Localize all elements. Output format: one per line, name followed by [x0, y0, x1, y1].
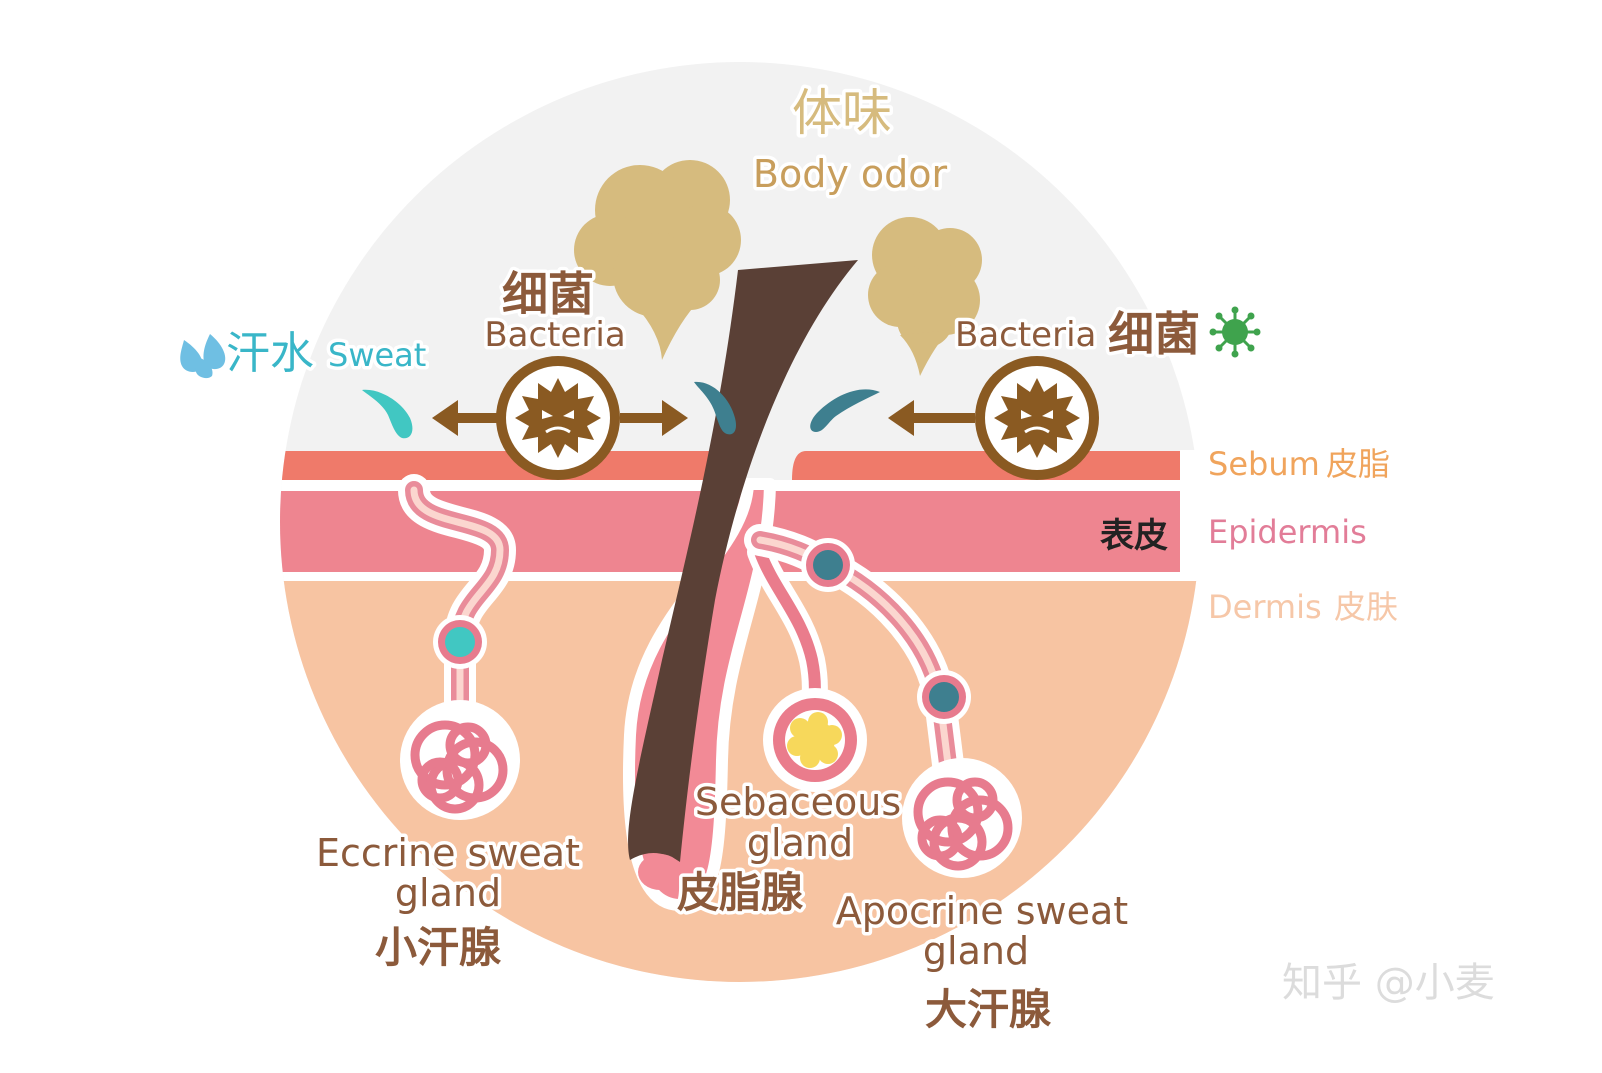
body-odor-zh-label: 体味 [792, 84, 892, 142]
sweat-drop-icon [810, 389, 880, 432]
apocrine-en-line2: gland [923, 929, 1029, 973]
arrow-icon [888, 400, 975, 436]
sweat-drop-icon [694, 381, 737, 435]
eccrine-en-line1: Eccrine sweat [316, 831, 580, 875]
sebum-en-label: Sebum [1208, 445, 1320, 483]
odor-cloud-icon [574, 160, 741, 360]
bacteria-right-zh-label: 细菌 [1108, 307, 1200, 361]
odor-cloud-icon [868, 217, 982, 376]
layer-divider [280, 572, 1200, 581]
sweat-zh-label: 汗水 [226, 328, 314, 379]
sebum-layer-left [280, 451, 742, 480]
sebaceous-en-line1: Sebaceous [695, 780, 901, 824]
dermis-zh-label: 皮肤 [1334, 588, 1398, 626]
epidermis-zh-label: 表皮 [1100, 516, 1168, 556]
sweat-en-label: Sweat [328, 336, 426, 374]
sebum-zh-label: 皮脂 [1326, 445, 1390, 483]
sweat-drop-icon [362, 389, 413, 439]
eccrine-zh-label: 小汗腺 [375, 923, 502, 972]
hair-bulb [638, 854, 682, 890]
body-odor-en-label: Body odor [753, 152, 948, 196]
hair-shaft [628, 260, 858, 862]
arrow-icon [432, 400, 500, 436]
virus-icon [1209, 306, 1261, 358]
bacteria-icon [496, 356, 620, 480]
apocrine-sweat-gland [744, 524, 1022, 878]
apocrine-zh-label: 大汗腺 [925, 985, 1052, 1034]
right-edge-mask [1180, 450, 1210, 580]
watermark: 知乎 @小麦 [1282, 960, 1495, 1006]
sebaceous-zh-label: 皮脂腺 [677, 868, 804, 917]
eccrine-en-line2: gland [395, 871, 501, 915]
arrow-icon [620, 400, 688, 436]
eccrine-sweat-gland [398, 474, 520, 820]
apocrine-en-line1: Apocrine sweat [836, 889, 1128, 933]
bacteria-right-en-label: Bacteria [955, 315, 1096, 355]
epidermis-en-label: Epidermis [1208, 513, 1367, 551]
sebaceous-en-line2: gland [747, 821, 853, 865]
sweat-drops-icon [180, 334, 226, 379]
sebaceous-gland [763, 688, 867, 792]
bacteria-left-en-label: Bacteria [484, 315, 625, 355]
dermis-en-label: Dermis [1208, 588, 1322, 626]
bacteria-icon [975, 356, 1099, 480]
bacteria-left-zh-label: 细菌 [502, 267, 594, 321]
